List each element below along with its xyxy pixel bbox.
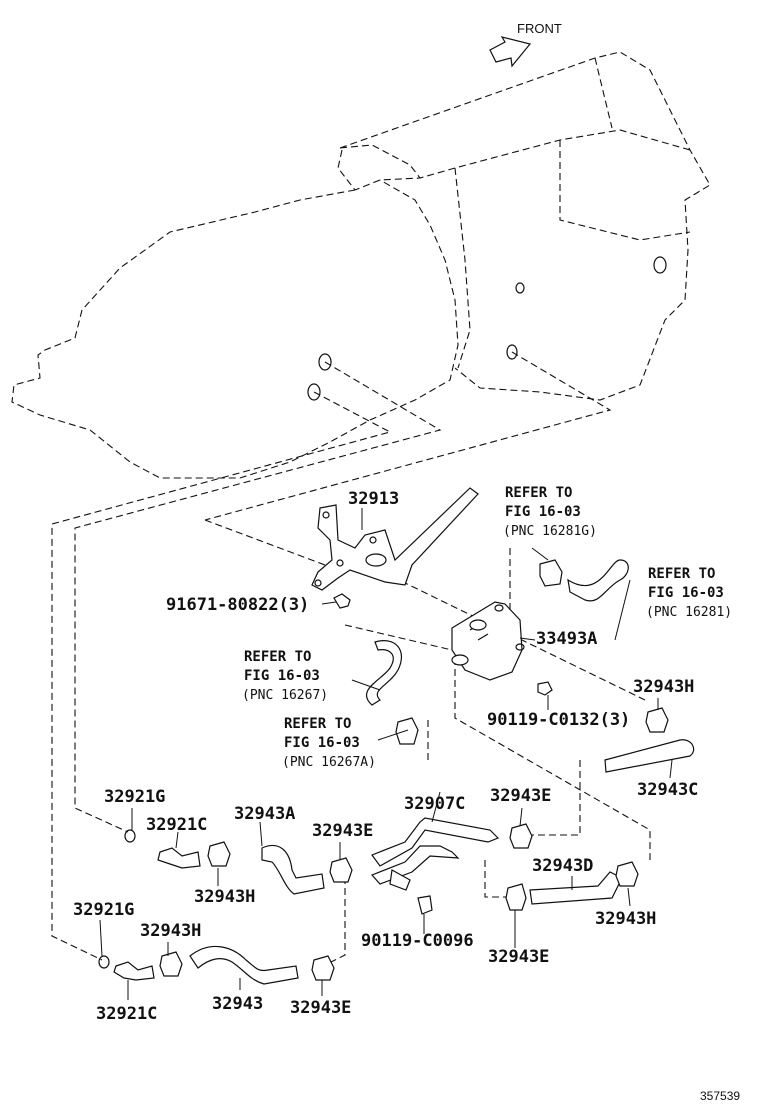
refer-16267-line3: (PNC 16267) [242,688,328,703]
clamp-32943H-d-icon [159,951,183,977]
o-ring-32921G-b-icon [98,955,110,969]
refer-16267A-line1: REFER TO [284,716,351,732]
refer-16281-line2: FIG 16-03 [648,585,724,601]
refer-block-16281G: REFER TO FIG 16-03 (PNC 16281G) [503,485,597,539]
o-ring-32921G-a-icon [124,829,136,843]
label-32907C: 32907C [404,794,465,814]
clamp-32943H-b-icon [207,841,231,867]
label-32921G-b: 32921G [73,900,134,920]
image-id: 357539 [700,1089,740,1103]
clamp-32943E-a-icon [329,857,353,883]
pipe-assembly-32907C [370,817,500,891]
refer-block-16267: REFER TO FIG 16-03 (PNC 16267) [242,649,328,703]
label-32943C: 32943C [637,780,698,800]
bolt-91671-icon [333,593,351,609]
refer-16267A-line2: FIG 16-03 [284,735,360,751]
label-33493A: 33493A [536,629,597,649]
hose-16267 [365,640,403,706]
clamp-32943E-c-icon [505,883,527,911]
refer-block-16267A: REFER TO FIG 16-03 (PNC 16267A) [282,716,376,770]
clamp-16281G-icon [539,559,563,587]
label-32943H-c: 32943H [595,909,656,929]
clamp-32943E-d-icon [311,955,335,981]
refer-16267-line1: REFER TO [244,649,311,665]
bolt-90119-C0096-icon [417,895,433,915]
refer-block-16281: REFER TO FIG 16-03 (PNC 16281) [646,566,732,620]
transmission-outline [11,51,711,479]
refer-16281G-line3: (PNC 16281G) [503,524,597,539]
refer-16281G-line2: FIG 16-03 [505,504,581,520]
leader-lines [99,508,673,1000]
label-90119-C0132: 90119-C0132(3) [487,710,630,730]
label-32943E-c: 32943E [488,947,549,967]
label-91671-80822: 91671-80822(3) [166,595,309,615]
oil-cooler-33493A [451,601,525,681]
refer-16267-line2: FIG 16-03 [244,668,320,684]
label-32921C-a: 32921C [146,815,207,835]
union-32921C-a-icon [157,847,201,869]
hose-32943C [604,739,695,773]
hose-32943A [261,844,325,895]
label-32913: 32913 [348,489,399,509]
label-32943D: 32943D [532,856,593,876]
hose-32943 [189,945,299,985]
refer-16281-line3: (PNC 16281) [646,605,732,620]
label-32943E-a: 32943E [312,821,373,841]
clamp-32943H-a-icon [645,707,669,733]
label-32921C-b: 32921C [96,1004,157,1024]
label-32943E-b: 32943E [490,786,551,806]
label-90119-C0096: 90119-C0096 [361,931,474,951]
clamp-16267A-icon [395,717,419,745]
refer-16267A-line3: (PNC 16267A) [282,755,376,770]
label-32943H-b: 32943H [194,887,255,907]
clamp-32943H-c-icon [615,861,639,887]
hose-16281 [567,559,629,602]
label-32943: 32943 [212,994,263,1014]
front-arrow-icon [489,36,532,68]
clamp-32943E-b-icon [509,823,533,849]
label-32943H-d: 32943H [140,921,201,941]
bolt-90119-C0132-icon [537,681,553,696]
bracket-32913 [311,487,479,591]
refer-16281G-line1: REFER TO [505,485,572,501]
front-label: FRONT [517,21,562,36]
label-32943E-d: 32943E [290,998,351,1018]
label-32921G-a: 32921G [104,787,165,807]
union-32921C-b-icon [113,961,155,981]
refer-16281-line1: REFER TO [648,566,715,582]
label-32943H-a: 32943H [633,677,694,697]
label-32943A: 32943A [234,804,295,824]
hose-32943D [529,871,623,905]
